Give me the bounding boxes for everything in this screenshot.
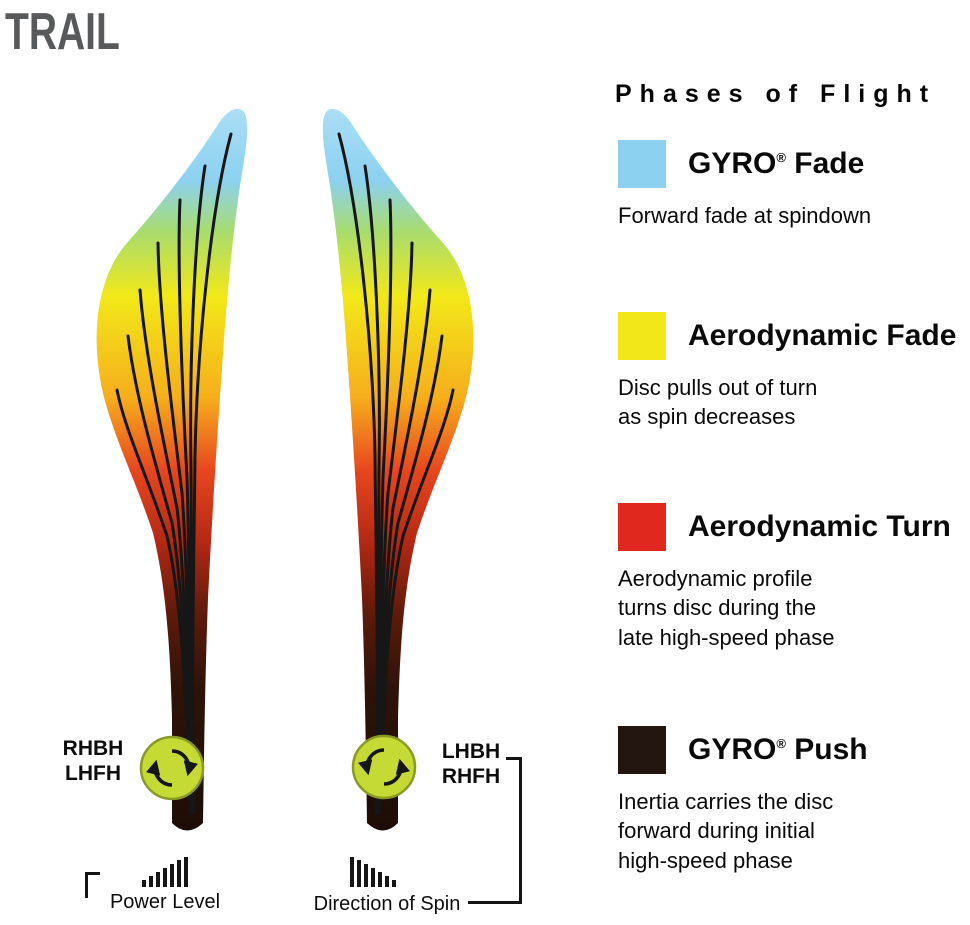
spin-direction-icon-left	[137, 733, 207, 803]
legend-swatch-aero-turn	[618, 503, 666, 551]
spin-direction-bars-icon	[350, 857, 396, 887]
legend-name-gyro-push: GYRO® Push	[688, 733, 868, 766]
legend-desc-gyro-fade: Forward fade at spindown	[618, 203, 872, 228]
legend-item-gyro-push: GYRO® Push Inertia carries the disc forw…	[618, 726, 970, 875]
disc-title: TRAIL	[5, 3, 120, 61]
legend-desc-aero-turn: Aerodynamic profile turns disc during th…	[618, 566, 835, 650]
direction-of-spin-label: Direction of Spin	[313, 893, 461, 915]
legend-name-aero-turn: Aerodynamic Turn	[688, 510, 951, 543]
grip-label-left: RHBH LHFH	[62, 737, 124, 785]
direction-of-spin-bracket	[506, 757, 522, 904]
legend-swatch-aero-fade	[618, 312, 666, 360]
legend-swatch-gyro-push	[618, 726, 666, 774]
grip-label-right: LHBH RHFH	[441, 740, 501, 788]
legend-title: Phases of Flight	[615, 80, 937, 108]
legend-desc-aero-fade: Disc pulls out of turn as spin decreases	[618, 375, 818, 430]
legend-swatch-gyro-fade	[618, 140, 666, 188]
registered-mark: ®	[776, 150, 786, 165]
power-level-label: Power Level	[109, 891, 221, 913]
legend-desc-gyro-push: Inertia carries the disc forward during …	[618, 789, 834, 873]
legend-item-aero-turn: Aerodynamic Turn Aerodynamic profile tur…	[618, 503, 970, 652]
legend-item-aero-fade: Aerodynamic Fade Disc pulls out of turn …	[618, 312, 970, 432]
legend-name-aero-fade: Aerodynamic Fade	[688, 319, 957, 352]
power-level-bracket	[85, 872, 100, 898]
flight-path-left	[96, 108, 248, 831]
legend-name-gyro-fade: GYRO® Fade	[688, 147, 865, 180]
power-level-bars-icon	[142, 857, 188, 887]
registered-mark: ®	[776, 736, 786, 751]
legend-item-gyro-fade: GYRO® Fade Forward fade at spindown	[618, 140, 970, 230]
spin-direction-icon-right	[349, 732, 419, 802]
direction-of-spin-bracket-foot	[468, 901, 522, 904]
